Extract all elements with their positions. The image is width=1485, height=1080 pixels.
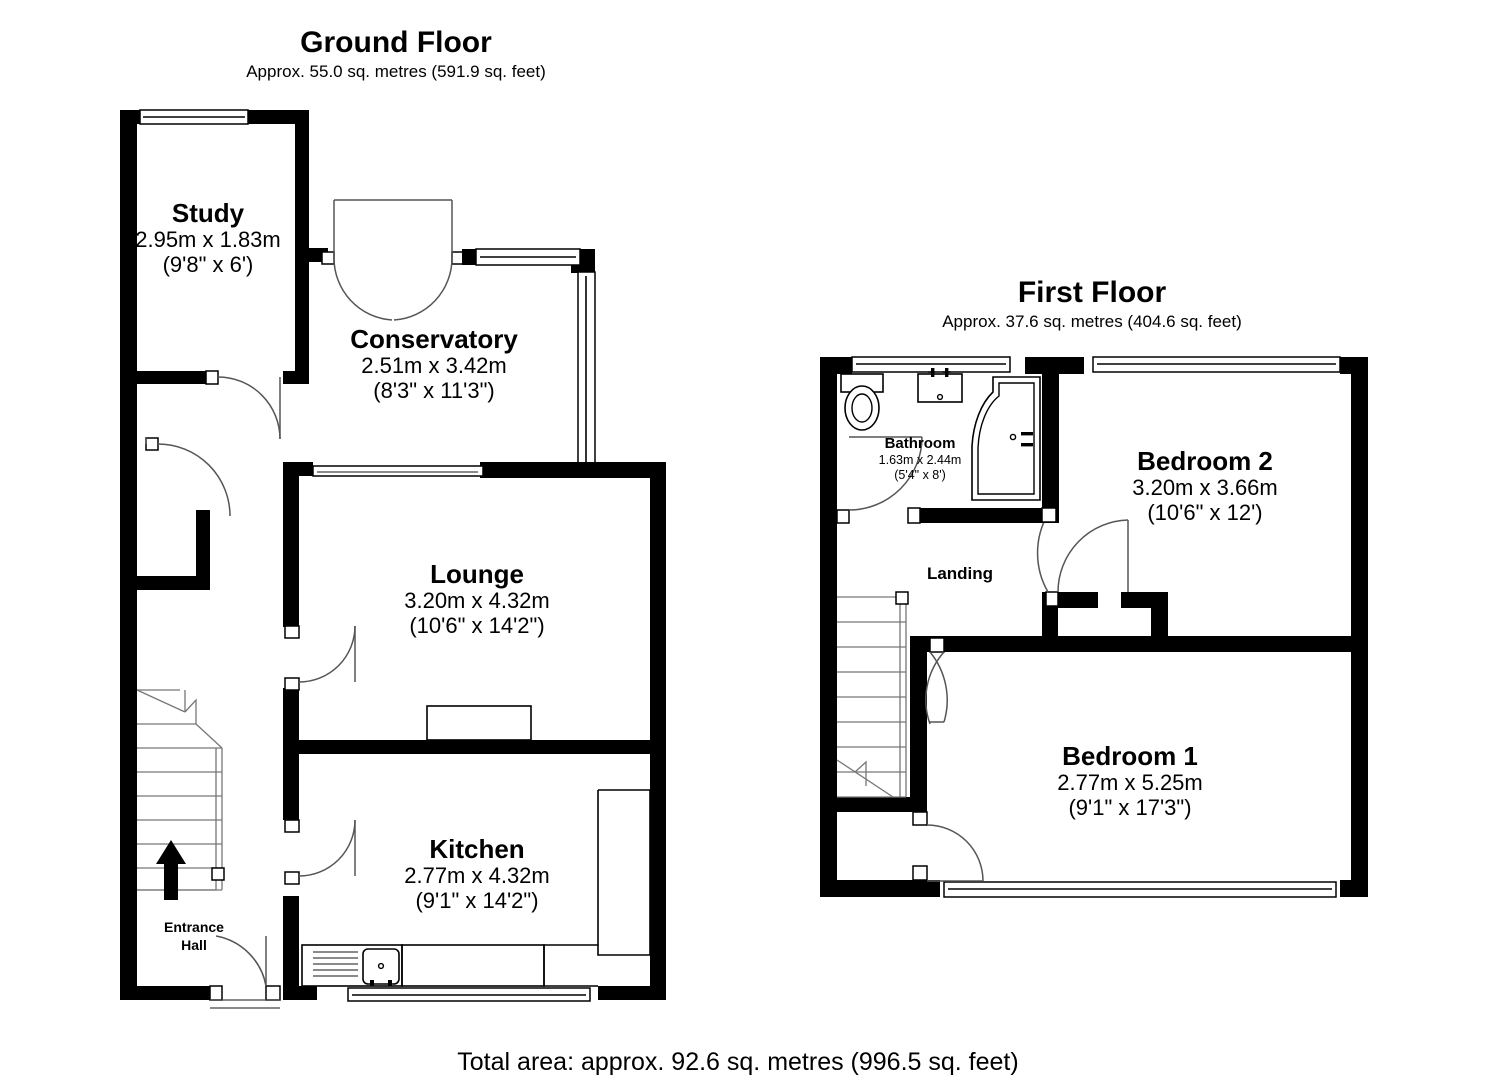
wall-kitchen-bottom-left: [283, 986, 317, 1000]
kitchen-counter-mid: [401, 944, 545, 987]
room-label-bathroom-metric: 1.63m x 2.44m: [879, 453, 962, 467]
staircase-first: [836, 591, 909, 798]
wall-ff-bottom-left: [820, 880, 940, 897]
wall-hall-stub: [196, 510, 210, 588]
wall-study-right-nib: [295, 248, 328, 262]
ground-floor-subtitle: Approx. 55.0 sq. metres (591.9 sq. feet): [246, 62, 546, 81]
door-study: [205, 370, 281, 440]
wall-ff-right: [1351, 357, 1368, 897]
total-area-label: Total area: approx. 92.6 sq. metres (996…: [457, 1048, 1018, 1076]
fixture-wc: [840, 373, 884, 431]
door-bedroom1-lower: [912, 811, 984, 882]
wall-lounge-bottom: [283, 740, 666, 754]
room-label-kitchen-imperial: (9'1" x 14'2"): [415, 888, 538, 913]
wall-study-bottom: [137, 371, 206, 384]
wall-conservatory-bottom-right: [480, 462, 666, 478]
wall-conservatory-left: [295, 262, 309, 376]
wall-front-bottom-left: [120, 986, 210, 1000]
wall-kitchen-right: [650, 754, 666, 1000]
stairs-up-arrow: [156, 840, 186, 900]
room-label-lounge-imperial: (10'6" x 14'2"): [409, 613, 544, 638]
wall-landing-bottom: [837, 797, 927, 812]
window-conservatory-top: [475, 248, 581, 266]
wall-lounge-left-upper: [283, 462, 299, 627]
fixture-basin: [917, 368, 963, 403]
room-label-lounge-metric: 3.20m x 4.32m: [404, 588, 550, 613]
wall-hall-stub-bottom: [137, 576, 210, 590]
wall-bathroom-bottom: [920, 508, 1059, 523]
wall-bathroom-right: [1042, 357, 1059, 522]
first-floor-title: First Floor: [1018, 276, 1167, 309]
door-lounge: [284, 625, 356, 691]
label-entrance-hall-line2: Hall: [181, 937, 207, 953]
wall-study-right-upper: [295, 110, 309, 262]
label-entrance-hall-line1: Entrance: [164, 919, 224, 935]
wall-bed1-left: [910, 652, 927, 812]
ground-floor-group: Ground Floor Approx. 55.0 sq. metres (59…: [120, 26, 666, 1009]
staircase-ground: [136, 689, 225, 891]
door-bedroom2: [1036, 507, 1129, 607]
wall-bed2-bottom: [1000, 636, 1355, 652]
room-label-conservatory-metric: 2.51m x 3.42m: [361, 353, 507, 378]
door-bathroom: [836, 436, 923, 524]
room-label-kitchen-metric: 2.77m x 4.32m: [404, 863, 550, 888]
wall-lounge-right: [650, 462, 666, 754]
fixture-bath: [971, 376, 1041, 501]
room-label-bedroom2-metric: 3.20m x 3.66m: [1132, 475, 1278, 500]
window-conservatory-right: [577, 271, 596, 473]
door-conservatory-french: [321, 199, 465, 321]
wall-exterior-left: [120, 110, 137, 1000]
ground-floor-title: Ground Floor: [300, 26, 492, 59]
wall-ff-bottom-right: [1340, 880, 1368, 897]
window-study-top: [139, 109, 249, 125]
wall-ff-left: [820, 357, 837, 897]
door-kitchen: [284, 819, 356, 885]
wall-lounge-left-lower: [283, 688, 299, 750]
kitchen-unit-right: [543, 789, 651, 987]
room-label-conservatory-imperial: (8'3" x 11'3"): [373, 378, 494, 403]
room-label-bedroom1-imperial: (9'1" x 17'3"): [1068, 795, 1191, 820]
room-label-bedroom2-name: Bedroom 2: [1137, 446, 1273, 476]
window-bedroom2-top: [1092, 356, 1341, 373]
fireplace-lounge: [426, 705, 532, 741]
first-floor-subtitle: Approx. 37.6 sq. metres (404.6 sq. feet): [942, 312, 1242, 331]
room-label-conservatory-name: Conservatory: [350, 324, 518, 354]
room-label-bedroom1-metric: 2.77m x 5.25m: [1057, 770, 1203, 795]
room-label-bedroom2-imperial: (10'6" x 12'): [1147, 500, 1262, 525]
room-label-bathroom-name: Bathroom: [885, 435, 956, 452]
door-hall-lower: [145, 437, 231, 517]
room-label-study-imperial: (9'8" x 6'): [163, 252, 254, 277]
window-kitchen-bottom: [347, 987, 591, 1002]
window-bedroom1-bottom: [943, 881, 1337, 898]
wall-kitchen-left-lower: [283, 896, 299, 1000]
door-bedroom1-upper: [925, 637, 948, 725]
wall-kitchen-left-upper: [283, 754, 299, 820]
room-label-kitchen-name: Kitchen: [429, 834, 524, 864]
room-label-bathroom-imperial: (5'4" x 8'): [894, 468, 946, 482]
room-label-study-name: Study: [172, 198, 245, 228]
room-label-lounge-name: Lounge: [430, 559, 524, 589]
label-landing: Landing: [927, 564, 993, 583]
door-front-entrance: [209, 935, 281, 1009]
window-conservatory-bottom: [312, 465, 484, 477]
wall-bed2-nib-top-right: [1121, 592, 1168, 608]
room-label-study-metric: 2.95m x 1.83m: [135, 227, 281, 252]
room-label-bedroom1-name: Bedroom 1: [1062, 741, 1198, 771]
wall-bed1-top: [910, 636, 1000, 652]
kitchen-sink-drainer: [313, 951, 358, 977]
kitchen-sink-bowl: [362, 948, 400, 986]
first-floor-group: First Floor Approx. 37.6 sq. metres (404…: [820, 276, 1368, 898]
wall-kitchen-bottom-right: [598, 986, 666, 1000]
